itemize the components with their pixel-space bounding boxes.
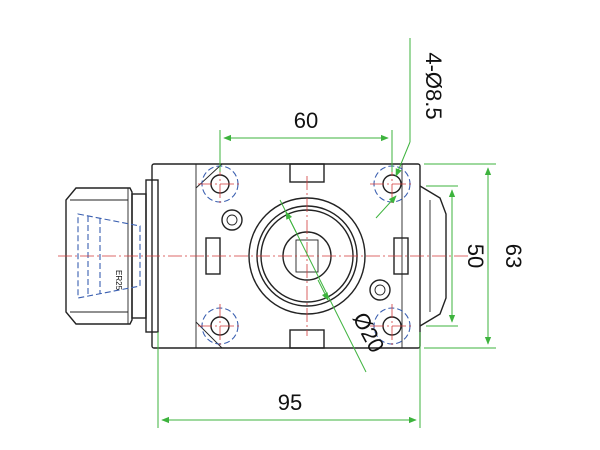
collet-label: ER25	[114, 270, 123, 291]
dimension-63-label: 63	[501, 244, 526, 268]
center-lines	[58, 162, 470, 348]
dimension-50	[426, 185, 458, 327]
dimension-60	[219, 130, 393, 172]
mounting-holes	[201, 165, 411, 345]
dimension-bore-label: Ø20	[348, 308, 390, 356]
dimension-holes-label: 4-Ø8.5	[421, 52, 446, 119]
dimension-50-label: 50	[463, 244, 488, 268]
dimension-63	[424, 163, 496, 349]
dimension-holes	[375, 38, 411, 219]
dimension-bore	[279, 199, 367, 373]
dimension-95-label: 95	[278, 390, 302, 415]
dimension-60-label: 60	[294, 108, 318, 133]
dimension-95	[157, 332, 421, 428]
